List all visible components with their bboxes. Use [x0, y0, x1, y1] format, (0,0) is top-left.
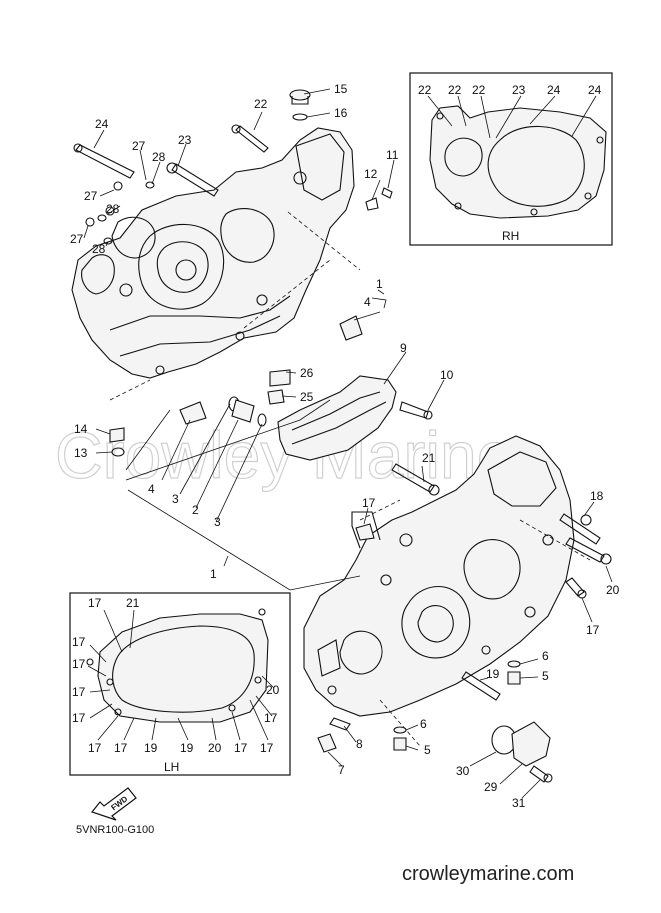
lh-callout-21: 21: [126, 596, 140, 610]
callout-4a: 4: [364, 295, 371, 309]
lh-callout-20a: 20: [266, 683, 280, 697]
rh-callout-24a: 24: [547, 83, 561, 97]
callout-11: 11: [386, 148, 399, 162]
rh-callout-22c: 22: [472, 83, 486, 97]
callout-5a: 5: [542, 669, 549, 683]
callout-25: 25: [300, 390, 314, 404]
callout-1b: 1: [210, 567, 217, 581]
lh-callout-19b: 19: [180, 741, 194, 755]
callout-3a: 3: [172, 492, 179, 506]
callout-24: 24: [95, 117, 109, 131]
rh-callout-24b: 24: [588, 83, 602, 97]
callout-23: 23: [178, 133, 192, 147]
lh-inset: 17 21 17 17 17 17 17 17 19 19 20 17 17 1…: [69, 592, 291, 776]
callout-8: 8: [356, 737, 363, 751]
lh-callout-17h: 17: [234, 741, 248, 755]
callout-27c: 27: [70, 232, 84, 246]
lh-callout-17b: 17: [72, 635, 86, 649]
callout-22: 22: [254, 97, 268, 111]
lh-callout-17f: 17: [88, 741, 102, 755]
main-leader-lines: [83, 88, 613, 799]
upper-fasteners: [73, 89, 393, 341]
callout-16: 16: [334, 106, 348, 120]
rh-callout-22a: 22: [418, 83, 432, 97]
rh-callout-23: 23: [512, 83, 526, 97]
lh-callout-lines: [87, 609, 275, 741]
callout-26: 26: [300, 366, 314, 380]
callout-21: 21: [422, 451, 436, 465]
lower-crankcase-drawing: [303, 435, 591, 747]
callout-30: 30: [456, 764, 470, 778]
dowel-parts: [109, 369, 291, 457]
callout-19: 19: [486, 667, 500, 681]
lh-callout-17i: 17: [260, 741, 274, 755]
rh-callout-lines: [427, 95, 597, 139]
callout-6a: 6: [542, 649, 549, 663]
lh-callout-17j: 17: [264, 711, 278, 725]
callout-29: 29: [484, 780, 498, 794]
lh-callout-20b: 20: [208, 741, 222, 755]
callout-17a: 17: [362, 496, 376, 510]
callout-13: 13: [74, 446, 88, 460]
rh-label: RH: [502, 229, 519, 243]
callout-31: 31: [512, 796, 526, 810]
lh-callout-17c: 17: [72, 657, 86, 671]
rh-callout-22b: 22: [448, 83, 462, 97]
callout-3b: 3: [214, 515, 221, 529]
callout-20: 20: [606, 583, 620, 597]
callout-10: 10: [440, 368, 454, 382]
site-brand: crowleymarine.com: [402, 863, 574, 885]
callout-14: 14: [74, 422, 88, 436]
callout-28a: 28: [152, 150, 166, 164]
callout-17b: 17: [586, 623, 600, 637]
lh-callout-17d: 17: [72, 685, 86, 699]
cover-piece-9: [277, 375, 433, 461]
callout-9: 9: [400, 341, 407, 355]
diagram-code: 5VNR100-G100: [76, 824, 154, 836]
callout-6b: 6: [420, 717, 427, 731]
lower-fasteners: [317, 463, 612, 783]
lh-callout-17a: 17: [88, 596, 102, 610]
lh-callout-17g: 17: [114, 741, 128, 755]
callout-28c: 28: [92, 242, 106, 256]
main-callouts: 15 16 22 24 27 28 23 27 28 27 28 12 11 1…: [70, 82, 620, 810]
callout-2: 2: [192, 503, 199, 517]
callout-27b: 27: [84, 189, 98, 203]
lh-callout-17e: 17: [72, 711, 86, 725]
callout-4b: 4: [148, 482, 155, 496]
rh-inset: 22 22 22 23 24 24 RH: [409, 72, 613, 246]
upper-crankcase-drawing: [71, 127, 361, 401]
callout-5b: 5: [424, 743, 431, 757]
lh-callout-19a: 19: [144, 741, 158, 755]
callout-1a: 1: [376, 277, 383, 291]
callout-27a: 27: [132, 139, 146, 153]
callout-12: 12: [364, 167, 378, 181]
callout-28b: 28: [106, 202, 120, 216]
lh-label: LH: [164, 760, 179, 774]
callout-7: 7: [338, 763, 345, 777]
fwd-arrow: FWD: [90, 787, 137, 821]
callout-18: 18: [590, 489, 604, 503]
callout-15: 15: [334, 82, 348, 96]
